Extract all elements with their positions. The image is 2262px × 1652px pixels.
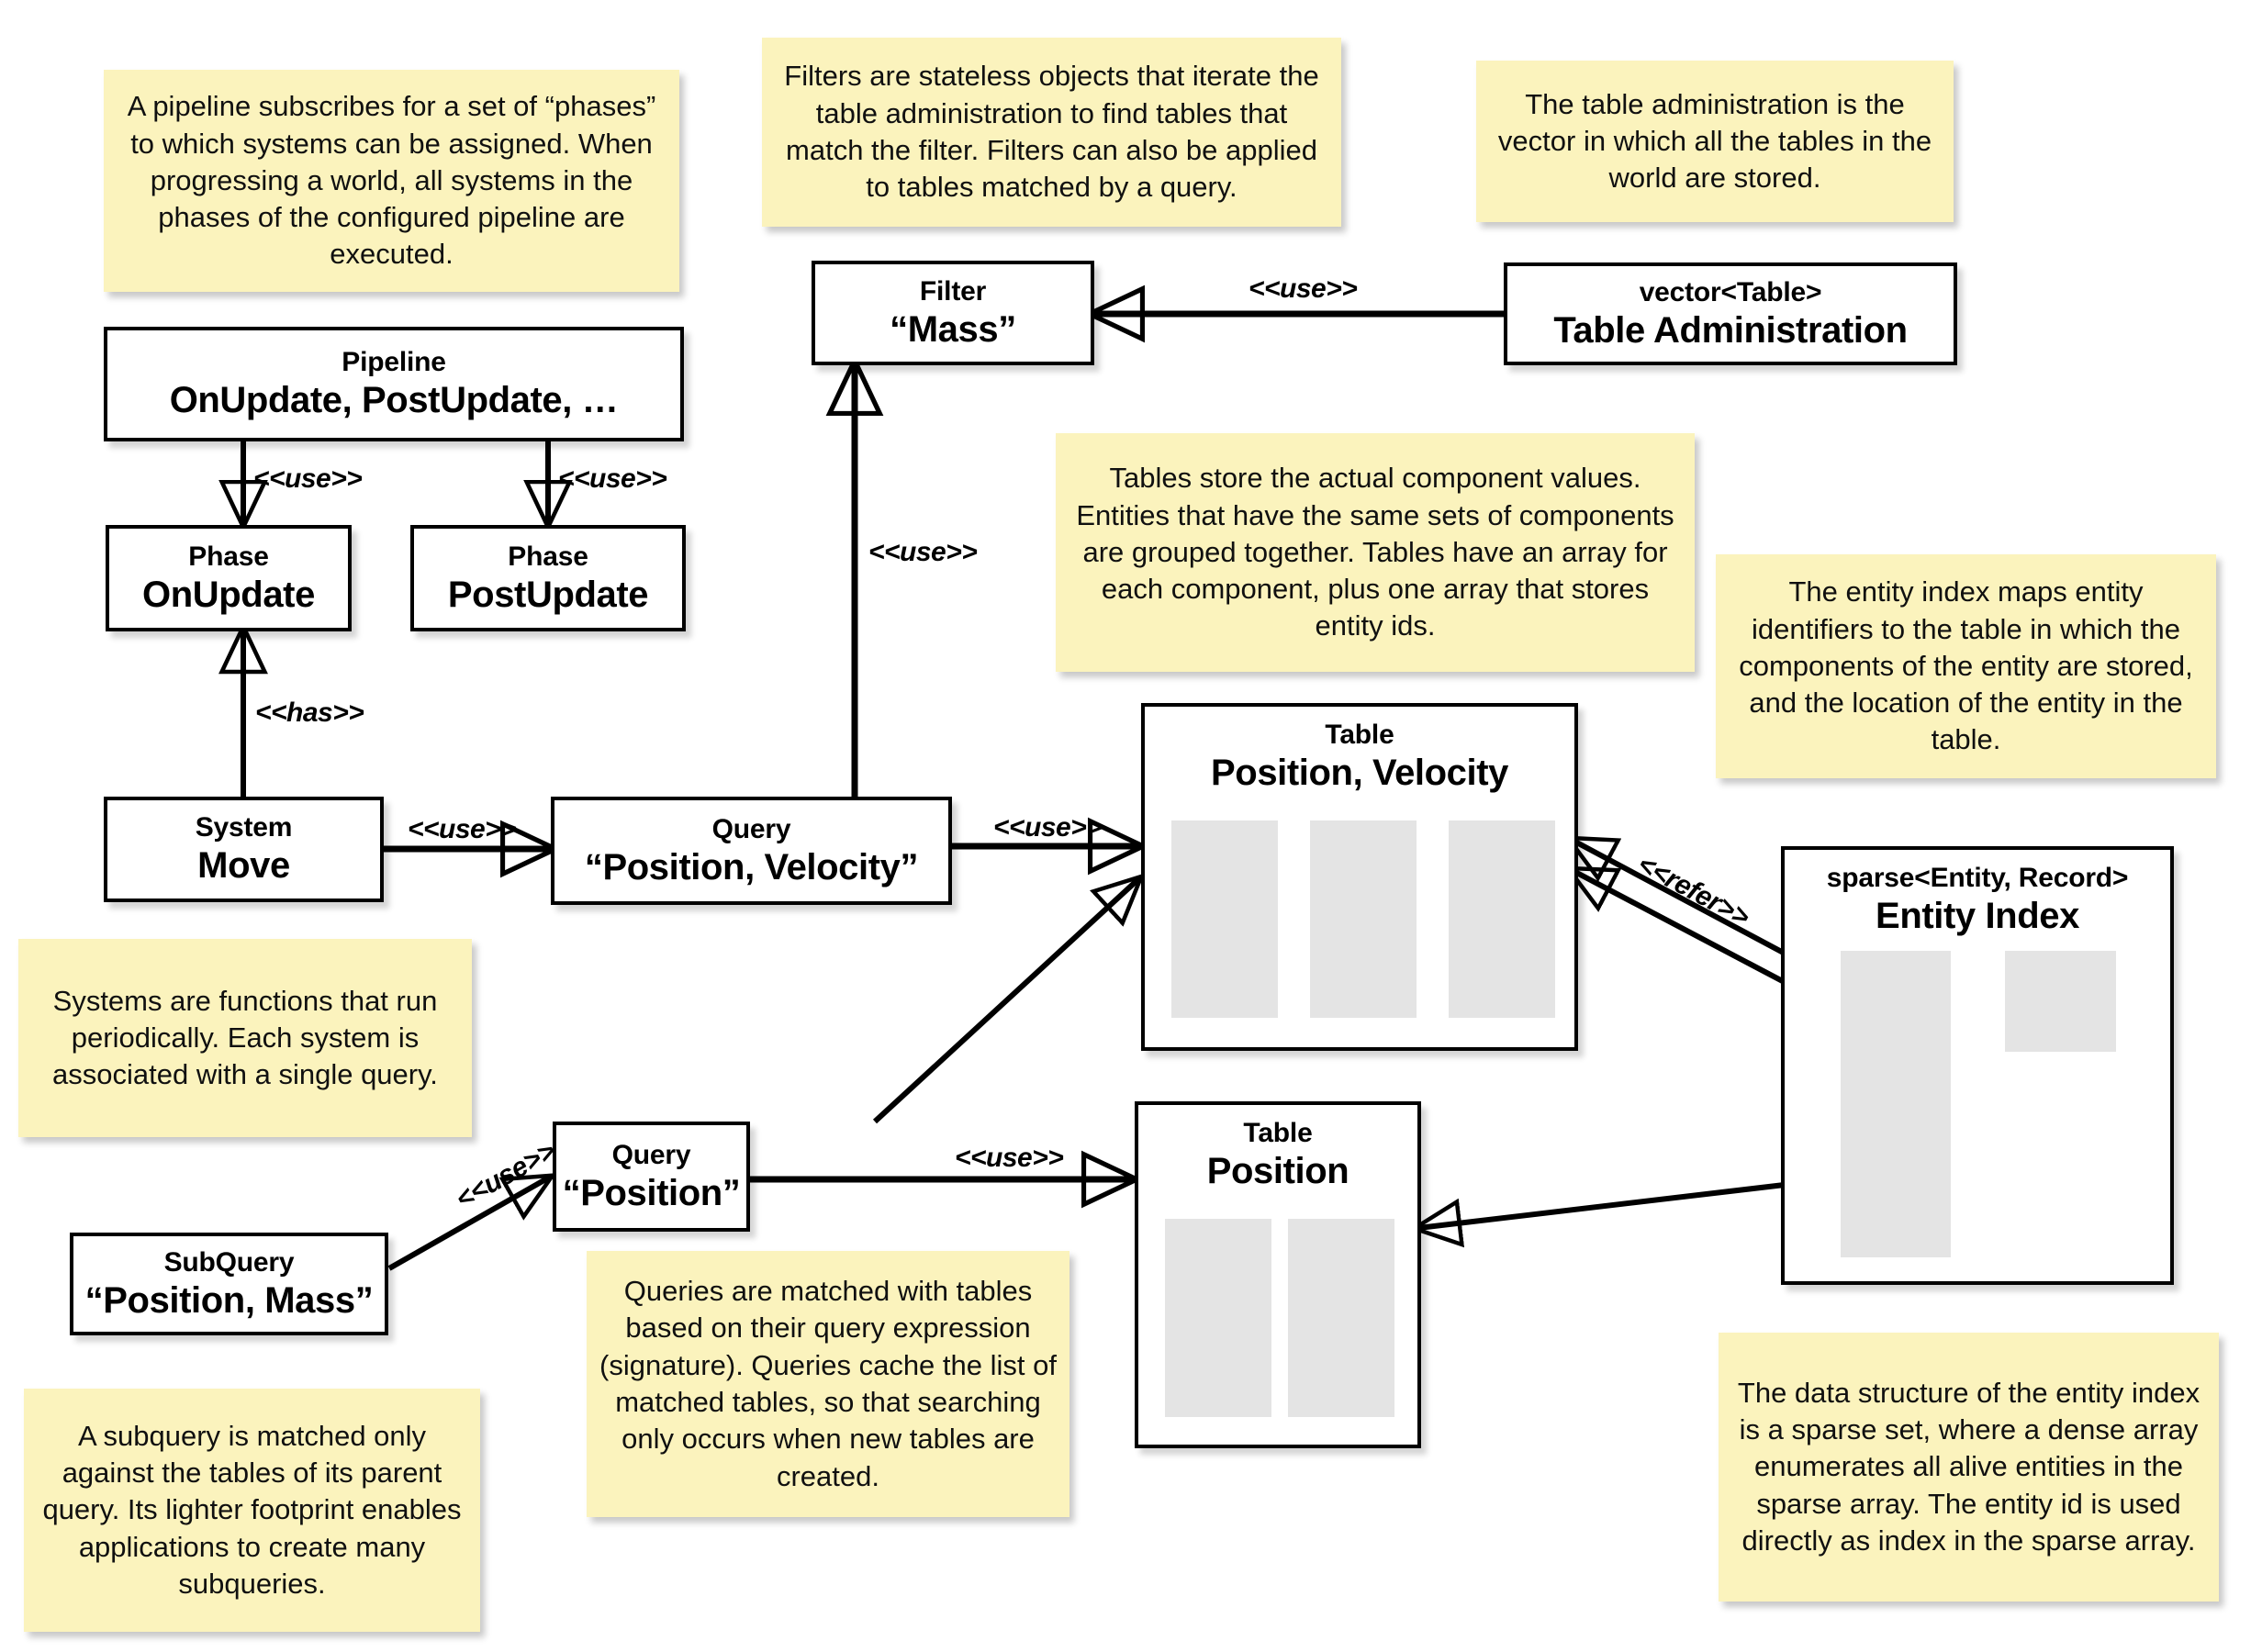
box-entityindex-stereotype: sparse<Entity, Record> (1826, 863, 2129, 893)
note-entityindex: The entity index maps entity identifiers… (1716, 554, 2216, 778)
note-systems: Systems are functions that run periodica… (18, 939, 472, 1137)
box-subquery-stereotype: SubQuery (163, 1246, 295, 1278)
note-pipeline-text: A pipeline subscribes for a set of “phas… (127, 90, 656, 271)
label-query-table: <<use>> (993, 812, 1103, 843)
note-tables: Tables store the actual component values… (1056, 433, 1695, 672)
box-query-position-velocity[interactable]: Query “Position, Velocity” (551, 797, 952, 905)
box-table-pos-stereotype: Table (1243, 1118, 1313, 1148)
note-sparseset-text: The data structure of the entity index i… (1737, 1376, 2200, 1557)
table-posvel-columns (1171, 820, 1555, 1018)
box-pipeline-name: OnUpdate, PostUpdate, … (169, 380, 619, 420)
box-phase-onupdate[interactable]: Phase OnUpdate (106, 525, 352, 631)
label-pipeline-onupdate: <<use>> (253, 463, 363, 495)
table-column (1171, 820, 1278, 1018)
note-systems-text: Systems are functions that run periodica… (52, 984, 438, 1091)
box-query-posvel-name: “Position, Velocity” (584, 846, 919, 887)
box-entityindex-name: Entity Index (1876, 896, 2079, 936)
box-subquery-name: “Position, Mass” (84, 1279, 374, 1321)
note-tables-text: Tables store the actual component values… (1076, 462, 1674, 642)
box-query-position[interactable]: Query “Position” (553, 1122, 750, 1232)
box-filter-name: “Mass” (890, 308, 1016, 350)
label-text: <<use>> (955, 1143, 1064, 1173)
label-subquery-querypos: <<use>> (451, 1136, 561, 1216)
note-queries: Queries are matched with tables based on… (587, 1251, 1069, 1517)
table-column (1165, 1219, 1271, 1417)
box-table-posvel-name: Position, Velocity (1211, 753, 1508, 793)
note-filter: Filters are stateless objects that itera… (762, 38, 1341, 227)
label-text: <<has>> (255, 698, 364, 728)
note-subquery: A subquery is matched only against the t… (24, 1389, 480, 1632)
table-column (1449, 820, 1555, 1018)
box-table-posvel-header: Table Position, Velocity (1145, 720, 1574, 794)
note-filter-text: Filters are stateless objects that itera… (784, 60, 1319, 204)
box-table-pos-header: Table Position (1138, 1118, 1417, 1192)
box-entity-index[interactable]: sparse<Entity, Record> Entity Index (1781, 846, 2174, 1285)
note-tableadmin: The table administration is the vector i… (1476, 61, 1954, 222)
box-system-move[interactable]: System Move (104, 797, 384, 902)
box-tableadmin-name: Table Administration (1553, 309, 1908, 351)
box-table-position-velocity[interactable]: Table Position, Velocity (1141, 703, 1578, 1051)
box-filter[interactable]: Filter “Mass” (812, 261, 1094, 365)
box-tableadmin-stereotype: vector<Table> (1639, 276, 1822, 307)
box-table-administration[interactable]: vector<Table> Table Administration (1504, 262, 1957, 365)
box-system-move-name: Move (197, 845, 290, 886)
label-text: <<use>> (993, 812, 1103, 843)
label-text: <<use>> (1249, 273, 1358, 304)
entityindex-dense-array (2005, 951, 2116, 1052)
box-query-pos-stereotype: Query (611, 1139, 691, 1170)
label-query-filter: <<use>> (868, 537, 978, 568)
label-entityindex-refer: <<refer>> (1632, 849, 1754, 933)
box-phase-onupdate-stereotype: Phase (188, 541, 269, 572)
entityindex-sparse-array (1841, 951, 1951, 1257)
box-phase-postupdate[interactable]: Phase PostUpdate (410, 525, 686, 631)
table-column (1288, 1219, 1394, 1417)
label-text: <<use>> (558, 463, 667, 494)
box-table-posvel-stereotype: Table (1325, 720, 1394, 750)
table-pos-columns (1165, 1219, 1394, 1417)
label-text: <<use>> (253, 463, 363, 494)
note-entityindex-text: The entity index maps entity identifiers… (1739, 575, 2193, 756)
label-text: <<use>> (451, 1135, 561, 1215)
note-tableadmin-text: The table administration is the vector i… (1497, 87, 1932, 195)
table-column (1310, 820, 1417, 1018)
connector-entityindex-tablepos (1418, 1176, 1840, 1228)
label-system-phase: <<has>> (255, 698, 364, 729)
box-table-position[interactable]: Table Position (1135, 1101, 1421, 1448)
box-phase-postupdate-name: PostUpdate (447, 574, 649, 615)
label-pipeline-postupdate: <<use>> (558, 463, 667, 495)
box-query-pos-name: “Position” (562, 1172, 741, 1213)
label-tableadmin-filter: <<use>> (1249, 273, 1358, 305)
box-query-posvel-stereotype: Query (711, 813, 791, 844)
note-queries-text: Queries are matched with tables based on… (599, 1275, 1057, 1492)
box-filter-stereotype: Filter (919, 275, 987, 307)
box-table-pos-name: Position (1206, 1151, 1349, 1191)
box-phase-postupdate-stereotype: Phase (508, 541, 588, 572)
label-system-query: <<use>> (408, 814, 517, 845)
box-pipeline-stereotype: Pipeline (342, 347, 446, 377)
box-phase-onupdate-name: OnUpdate (142, 574, 315, 615)
note-subquery-text: A subquery is matched only against the t… (42, 1419, 462, 1600)
label-querypos-tablepos: <<use>> (955, 1143, 1064, 1174)
label-text: <<use>> (408, 814, 517, 844)
label-text: <<refer>> (1632, 849, 1754, 933)
label-text: <<use>> (868, 537, 978, 567)
box-system-move-stereotype: System (195, 812, 293, 843)
note-sparseset: The data structure of the entity index i… (1719, 1333, 2219, 1602)
box-pipeline[interactable]: Pipeline OnUpdate, PostUpdate, … (104, 327, 684, 441)
box-entityindex-header: sparse<Entity, Record> Entity Index (1785, 863, 2170, 937)
connector-querypos-tableposvel (872, 879, 1138, 1124)
box-subquery[interactable]: SubQuery “Position, Mass” (70, 1233, 388, 1335)
note-pipeline: A pipeline subscribes for a set of “phas… (104, 70, 679, 292)
